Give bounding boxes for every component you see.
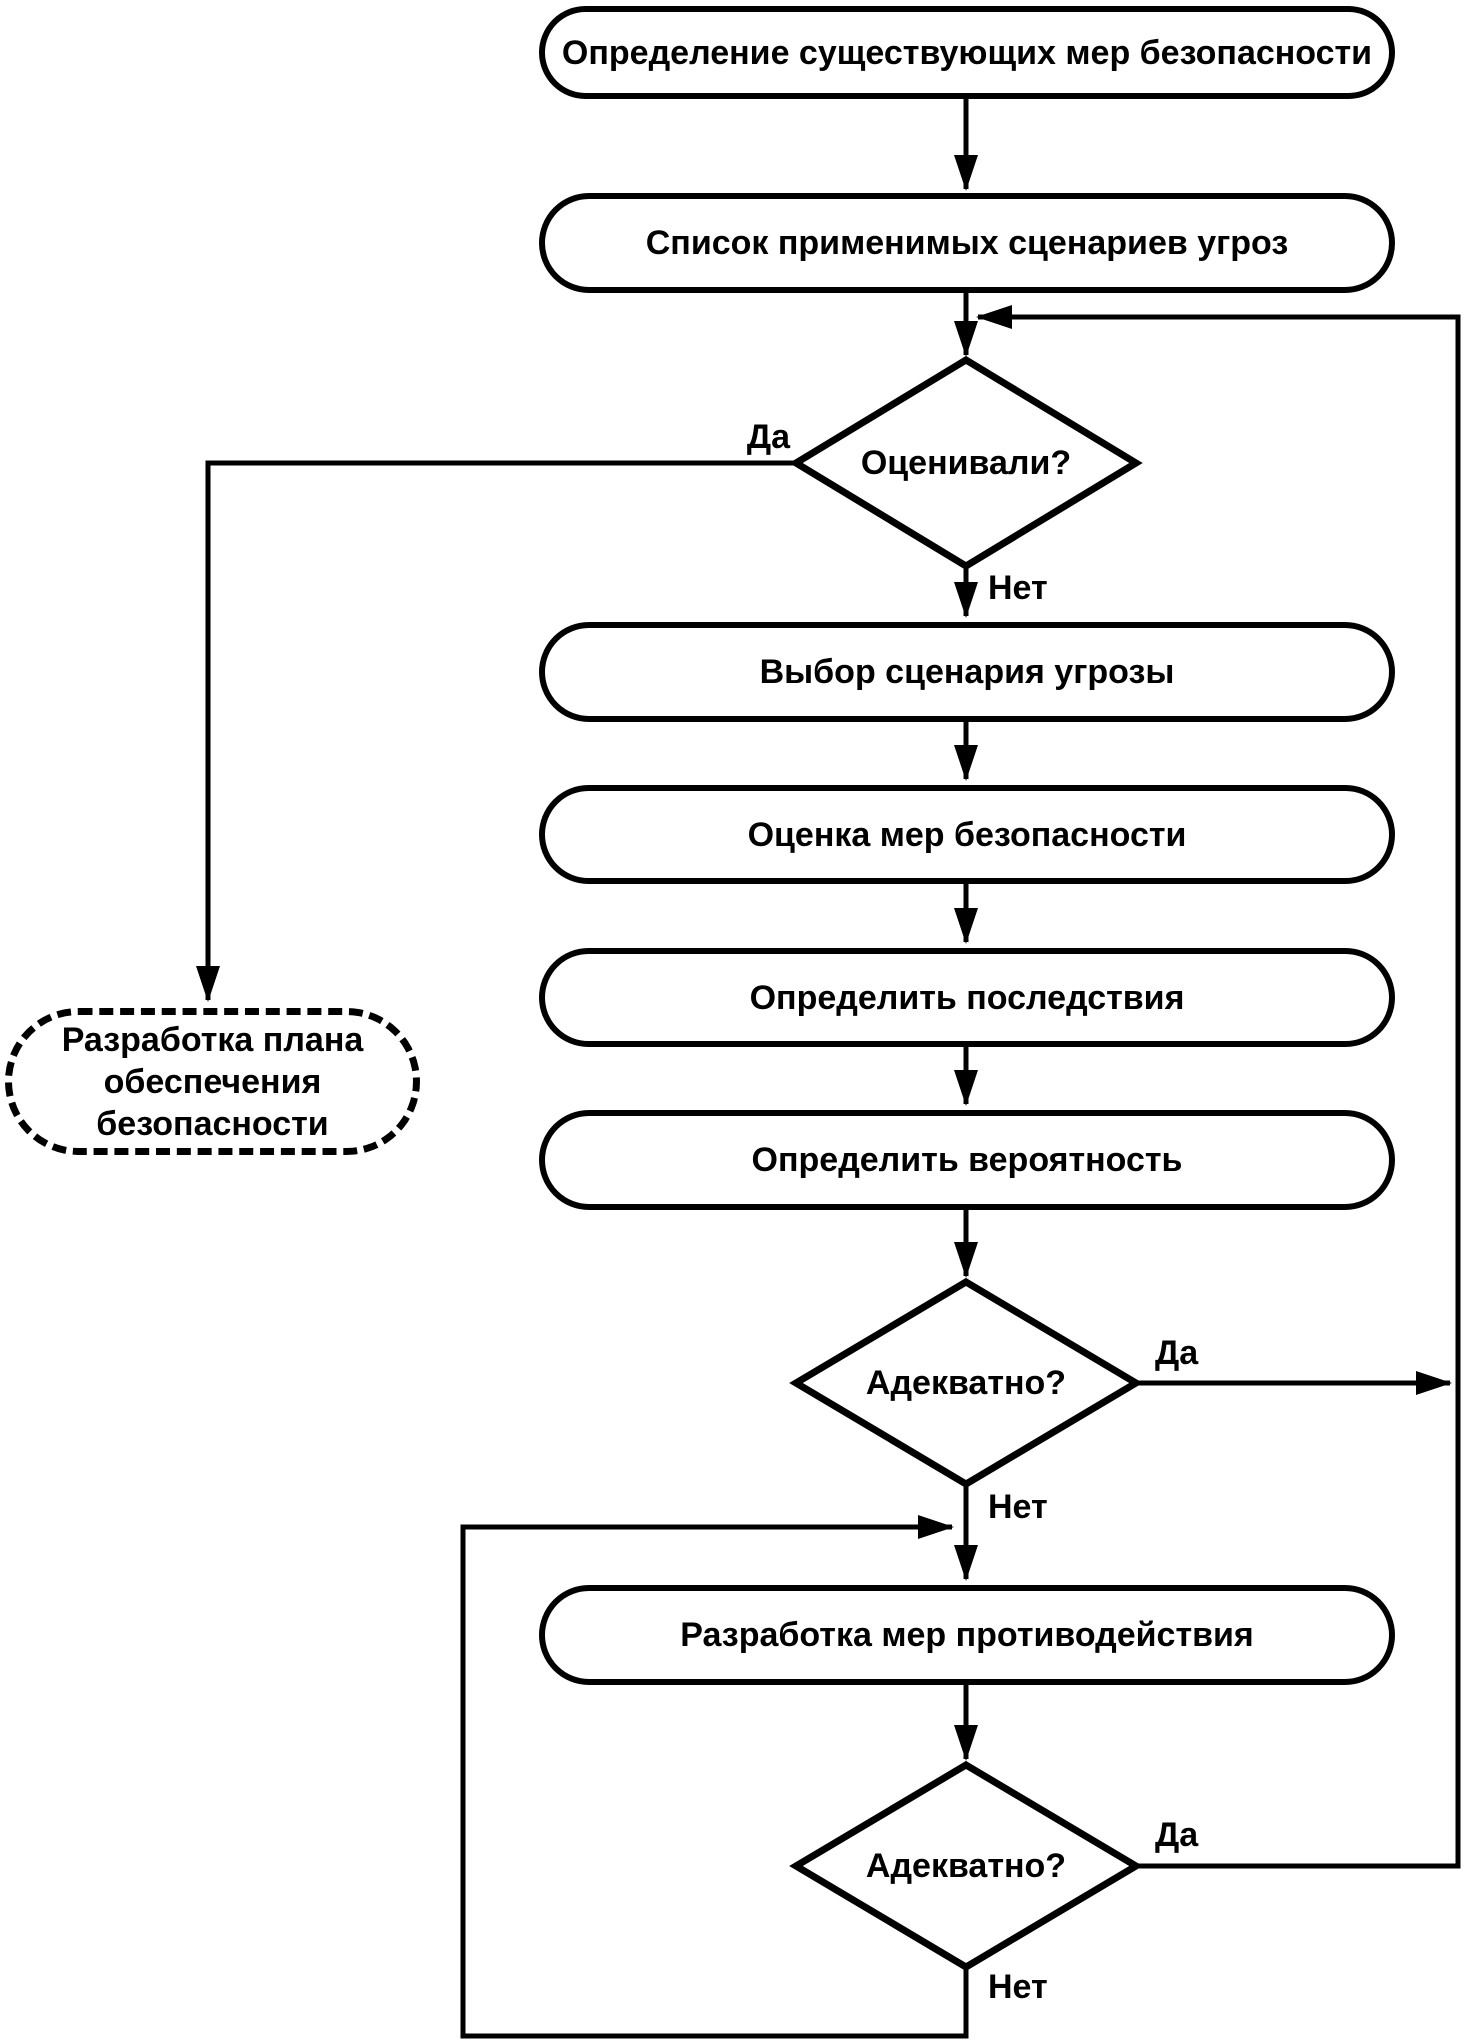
step-threat-list: Список применимых сценариев угроз — [539, 193, 1395, 293]
arrow-evaluated-yes-to-plan — [196, 460, 796, 1002]
step-determine-probability: Определить вероятность — [539, 1110, 1395, 1210]
decision-adequate2-question: Адекватно? — [865, 1847, 1067, 1885]
step-develop-countermeasures: Разработка мер противодействия — [539, 1585, 1395, 1685]
step-assess-measures: Оценка мер безопасности — [539, 785, 1395, 884]
terminal-security-plan: Разработка плана обеспечения безопасност… — [5, 1008, 420, 1155]
terminal-security-plan-line3: безопасности — [96, 1104, 329, 1143]
decision-adequate2-shape — [789, 1760, 1143, 1972]
arrow-adequate2-no-loop — [460, 1515, 969, 2039]
decision-adequate1-shape — [789, 1277, 1143, 1489]
evaluated-no-label: Нет — [988, 569, 1048, 607]
arrow-adequate2-yes-loop — [976, 305, 1461, 1869]
decision-adequate1-question: Адекватно? — [865, 1364, 1067, 1402]
terminal-security-plan-line1: Разработка плана — [61, 1020, 364, 1059]
adequate1-yes-label: Да — [1155, 1334, 1199, 1372]
step-determine-consequences: Определить последствия — [539, 948, 1395, 1047]
step-select-scenario: Выбор сценария угрозы — [539, 622, 1395, 722]
adequate2-yes-label: Да — [1155, 1816, 1199, 1854]
decision-evaluated-question: Оценивали? — [860, 444, 1072, 482]
terminal-security-plan-line2: обеспечения — [103, 1062, 322, 1101]
adequate2-no-label: Нет — [988, 1968, 1048, 2006]
adequate1-no-label: Нет — [988, 1488, 1048, 1526]
evaluated-yes-label: Да — [746, 418, 790, 456]
step-identify-measures: Определение существующих мер безопасност… — [539, 6, 1395, 99]
decision-evaluated-shape — [789, 355, 1143, 571]
